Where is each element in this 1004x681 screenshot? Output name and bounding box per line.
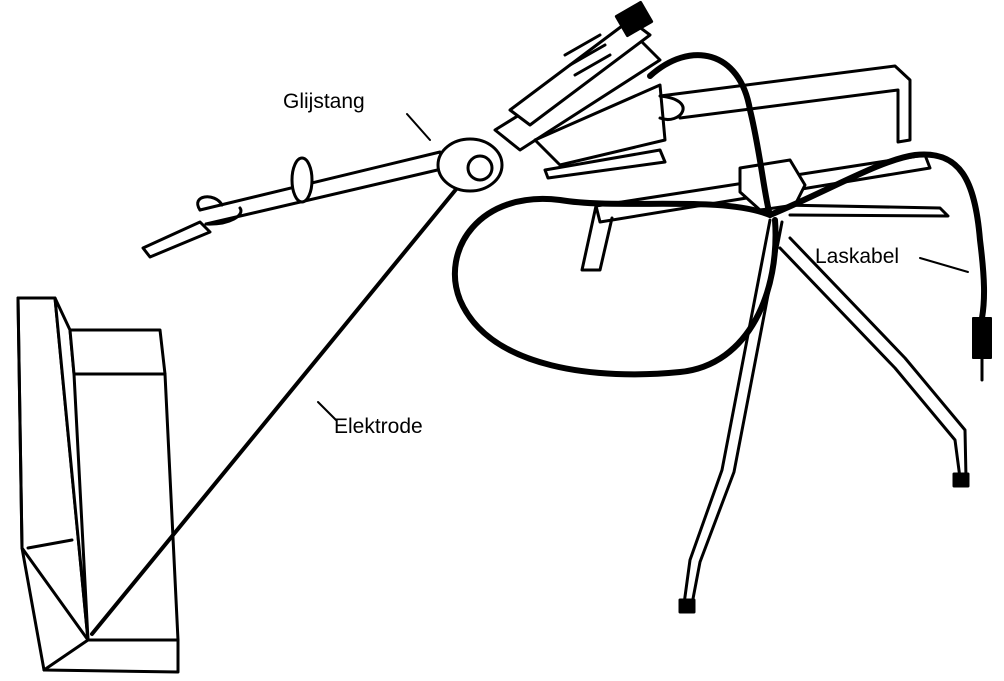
label-electrode: Elektrode [334, 416, 423, 437]
slide-bar [143, 152, 446, 257]
label-slide-bar: Glijstang [283, 91, 365, 112]
label-welding-cable: Laskabel [815, 246, 899, 267]
electrode-holder [438, 2, 683, 191]
workpiece [18, 298, 178, 672]
